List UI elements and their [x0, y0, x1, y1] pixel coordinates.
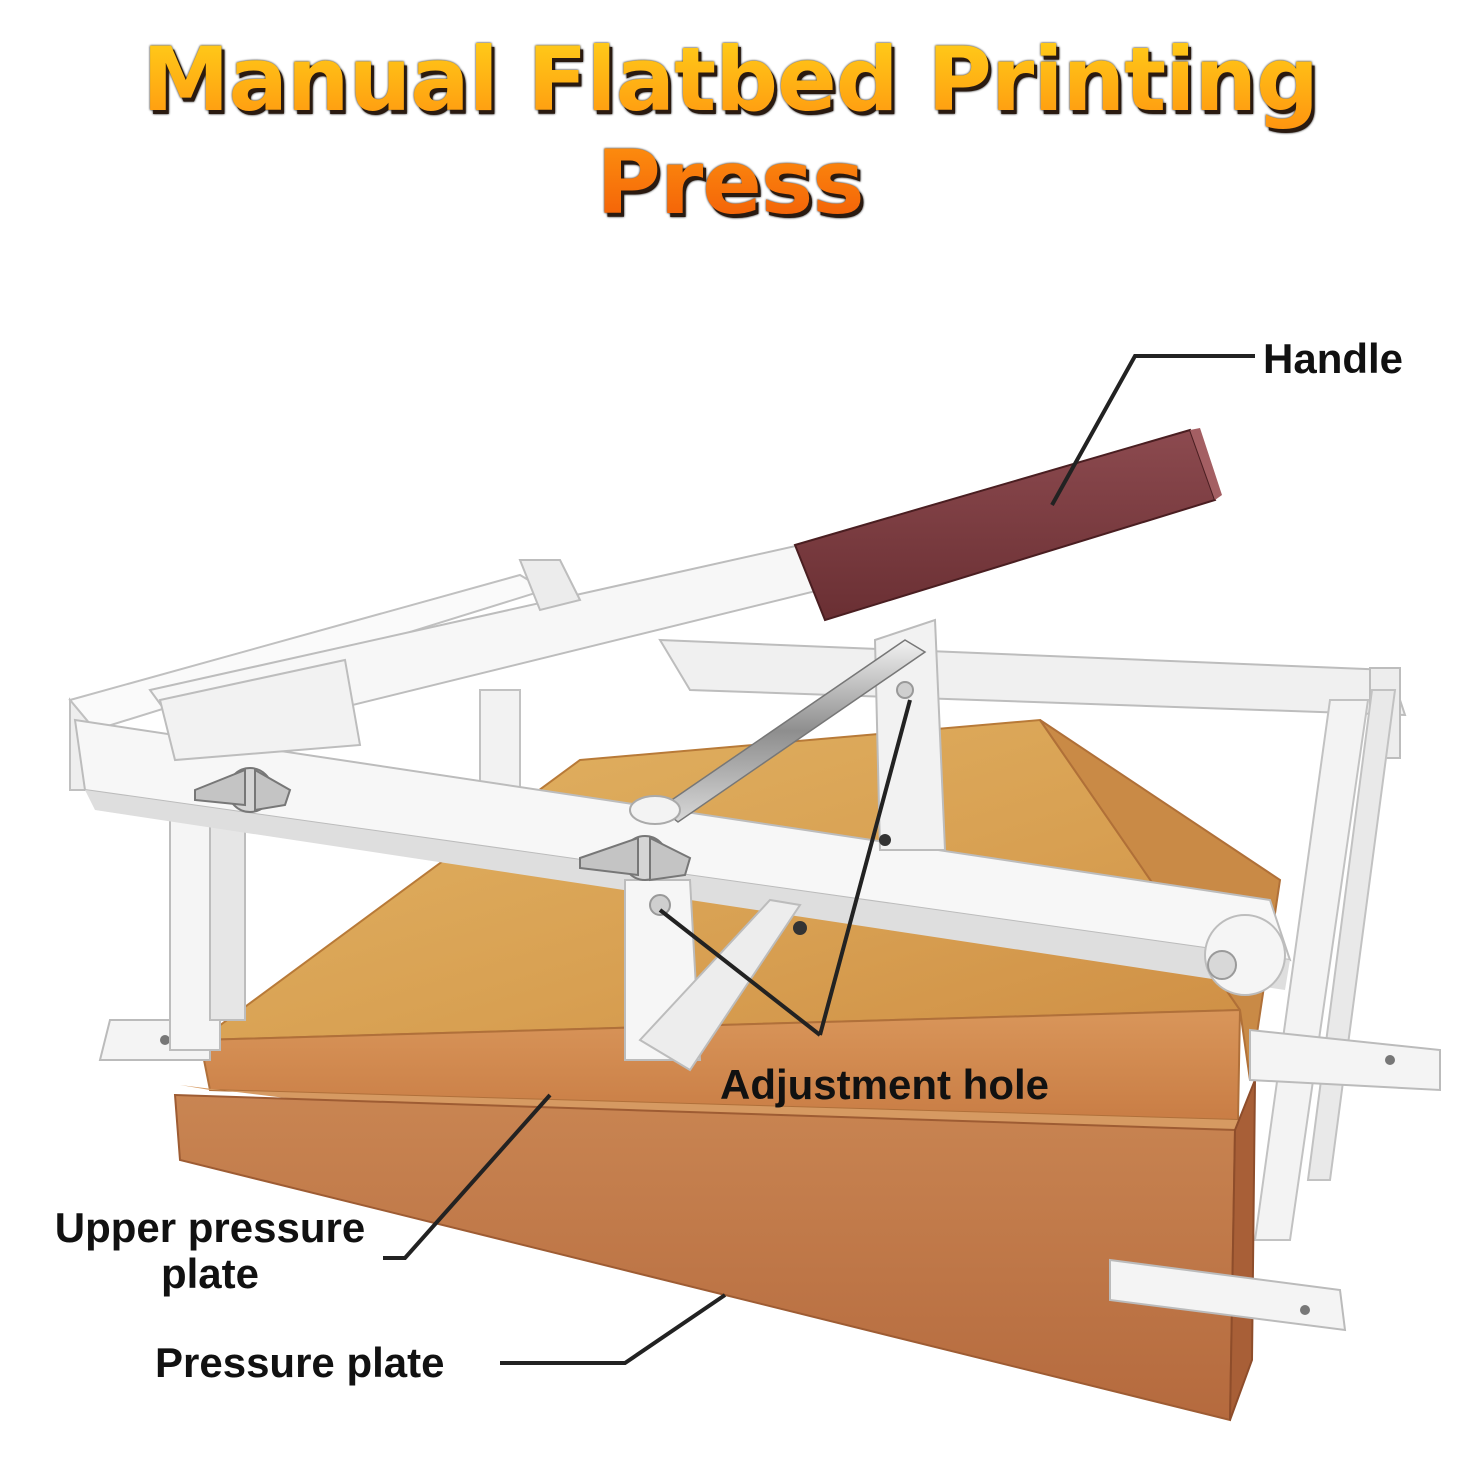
center-bracket	[624, 618, 947, 1072]
leader-lines	[383, 354, 1255, 1365]
wing-nut-icon	[194, 767, 292, 813]
adjustment-hole-label: Adjustment hole	[720, 1061, 1050, 1108]
handle-label: Handle	[1263, 335, 1404, 382]
upper-pressure-plate-label-line1: Upper pressure	[54, 1204, 366, 1251]
page-title: Manual Flatbed Printing Press	[0, 28, 1460, 234]
pressure-plate-leader	[500, 1293, 727, 1365]
upper-plate-leader	[383, 1093, 552, 1260]
bolt-icon	[1207, 950, 1237, 980]
lower-pressure-plate	[173, 1079, 1256, 1422]
upper-pressure-plate-label-line2: plate	[160, 1250, 260, 1297]
pressure-plate-label: Pressure plate	[155, 1339, 445, 1386]
handle-lever	[148, 543, 822, 762]
handle-leader	[1050, 354, 1255, 506]
wing-nut-icon	[579, 835, 692, 882]
handle-grip	[793, 428, 1222, 622]
adjustment-hole-leader-b	[818, 699, 912, 1036]
adjustment-hole-leader-a	[658, 908, 822, 1037]
upper-pressure-plate-label: Upper pressure plate	[30, 1205, 390, 1297]
